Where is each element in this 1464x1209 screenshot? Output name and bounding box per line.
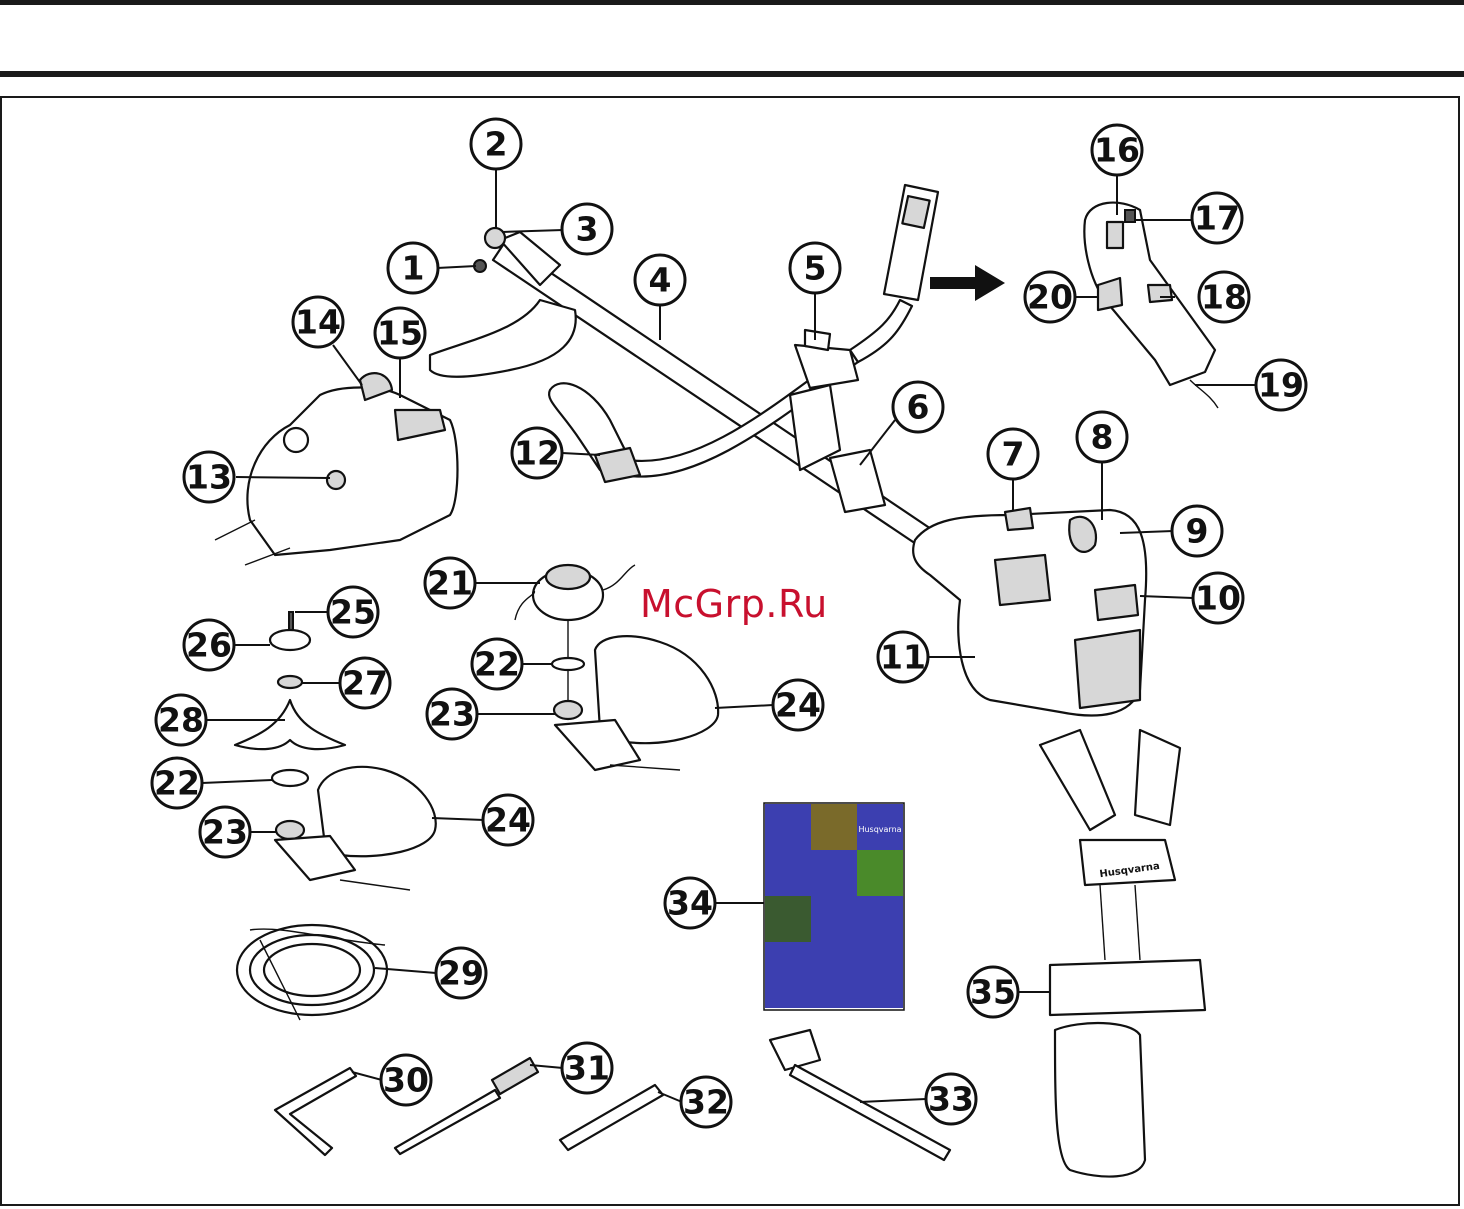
callout-13: 13 <box>184 452 234 502</box>
callout-12: 12 <box>512 428 562 478</box>
operators-manual: Husqvarna <box>764 803 904 1010</box>
svg-text:24: 24 <box>485 801 531 840</box>
callout-30: 30 <box>381 1055 431 1105</box>
svg-text:23: 23 <box>429 695 475 734</box>
svg-text:23: 23 <box>202 813 248 852</box>
svg-text:15: 15 <box>377 314 423 353</box>
svg-text:22: 22 <box>154 764 200 803</box>
callout-20: 20 <box>1025 272 1075 322</box>
callout-25: 25 <box>328 587 378 637</box>
svg-text:1: 1 <box>402 249 425 288</box>
callout-5: 5 <box>790 243 840 293</box>
arrow-icon <box>930 265 1005 301</box>
svg-text:2: 2 <box>485 125 508 164</box>
svg-text:11: 11 <box>880 638 926 677</box>
watermark: McGrp.Ru <box>640 582 828 626</box>
svg-text:8: 8 <box>1091 418 1114 457</box>
callout-23-blade: 23 <box>200 807 250 857</box>
svg-text:21: 21 <box>427 564 473 603</box>
svg-text:35: 35 <box>970 973 1016 1012</box>
svg-text:25: 25 <box>330 593 376 632</box>
callout-18: 18 <box>1199 272 1249 322</box>
callout-6: 6 <box>893 382 943 432</box>
callout-21: 21 <box>425 558 475 608</box>
callout-23-trimmer: 23 <box>427 689 477 739</box>
svg-text:9: 9 <box>1186 512 1209 551</box>
svg-text:10: 10 <box>1195 579 1241 618</box>
svg-text:18: 18 <box>1201 278 1247 317</box>
svg-text:28: 28 <box>158 701 204 740</box>
svg-text:22: 22 <box>474 645 520 684</box>
svg-text:13: 13 <box>186 458 232 497</box>
callout-32: 32 <box>681 1077 731 1127</box>
svg-text:33: 33 <box>928 1080 974 1119</box>
svg-text:31: 31 <box>564 1049 610 1088</box>
svg-text:17: 17 <box>1194 199 1240 238</box>
callout-29: 29 <box>436 948 486 998</box>
svg-text:32: 32 <box>683 1083 729 1122</box>
trimmer-line-coil <box>237 925 387 1020</box>
callout-4: 4 <box>635 255 685 305</box>
callout-7: 7 <box>988 429 1038 479</box>
callout-35: 35 <box>968 967 1018 1017</box>
svg-text:14: 14 <box>295 303 341 342</box>
manual-brand: Husqvarna <box>858 825 901 834</box>
callout-34: 34 <box>665 878 715 928</box>
callout-2: 2 <box>471 119 521 169</box>
svg-text:3: 3 <box>576 210 599 249</box>
callout-33: 33 <box>926 1074 976 1124</box>
engine-closeup <box>215 373 458 565</box>
blade-kit <box>235 612 436 890</box>
callout-16: 16 <box>1092 125 1142 175</box>
callout-24-blade: 24 <box>483 795 533 845</box>
callout-27: 27 <box>340 658 390 708</box>
svg-text:26: 26 <box>186 626 232 665</box>
harness: Husqvarna <box>1040 730 1205 1177</box>
callout-10: 10 <box>1193 573 1243 623</box>
callout-17: 17 <box>1192 193 1242 243</box>
svg-text:4: 4 <box>649 261 672 300</box>
callout-19: 19 <box>1256 360 1306 410</box>
callout-9: 9 <box>1172 506 1222 556</box>
callout-15: 15 <box>375 308 425 358</box>
callout-22-trimmer: 22 <box>472 639 522 689</box>
svg-text:6: 6 <box>907 388 930 427</box>
callout-14: 14 <box>293 297 343 347</box>
tools <box>275 1030 950 1160</box>
svg-text:19: 19 <box>1258 366 1304 405</box>
svg-text:27: 27 <box>342 664 388 703</box>
callout-3: 3 <box>562 204 612 254</box>
callout-26: 26 <box>184 620 234 670</box>
svg-text:30: 30 <box>383 1061 429 1100</box>
svg-text:12: 12 <box>514 434 560 473</box>
svg-text:20: 20 <box>1027 278 1073 317</box>
callout-8: 8 <box>1077 412 1127 462</box>
svg-text:29: 29 <box>438 954 484 993</box>
callout-11: 11 <box>878 632 928 682</box>
callout-1: 1 <box>388 243 438 293</box>
callout-24-trimmer: 24 <box>773 680 823 730</box>
callout-31: 31 <box>562 1043 612 1093</box>
svg-text:34: 34 <box>667 884 713 923</box>
svg-text:24: 24 <box>775 686 821 725</box>
svg-text:5: 5 <box>804 249 827 288</box>
callout-28: 28 <box>156 695 206 745</box>
svg-text:7: 7 <box>1002 435 1025 474</box>
callout-22-blade: 22 <box>152 758 202 808</box>
svg-text:16: 16 <box>1094 131 1140 170</box>
